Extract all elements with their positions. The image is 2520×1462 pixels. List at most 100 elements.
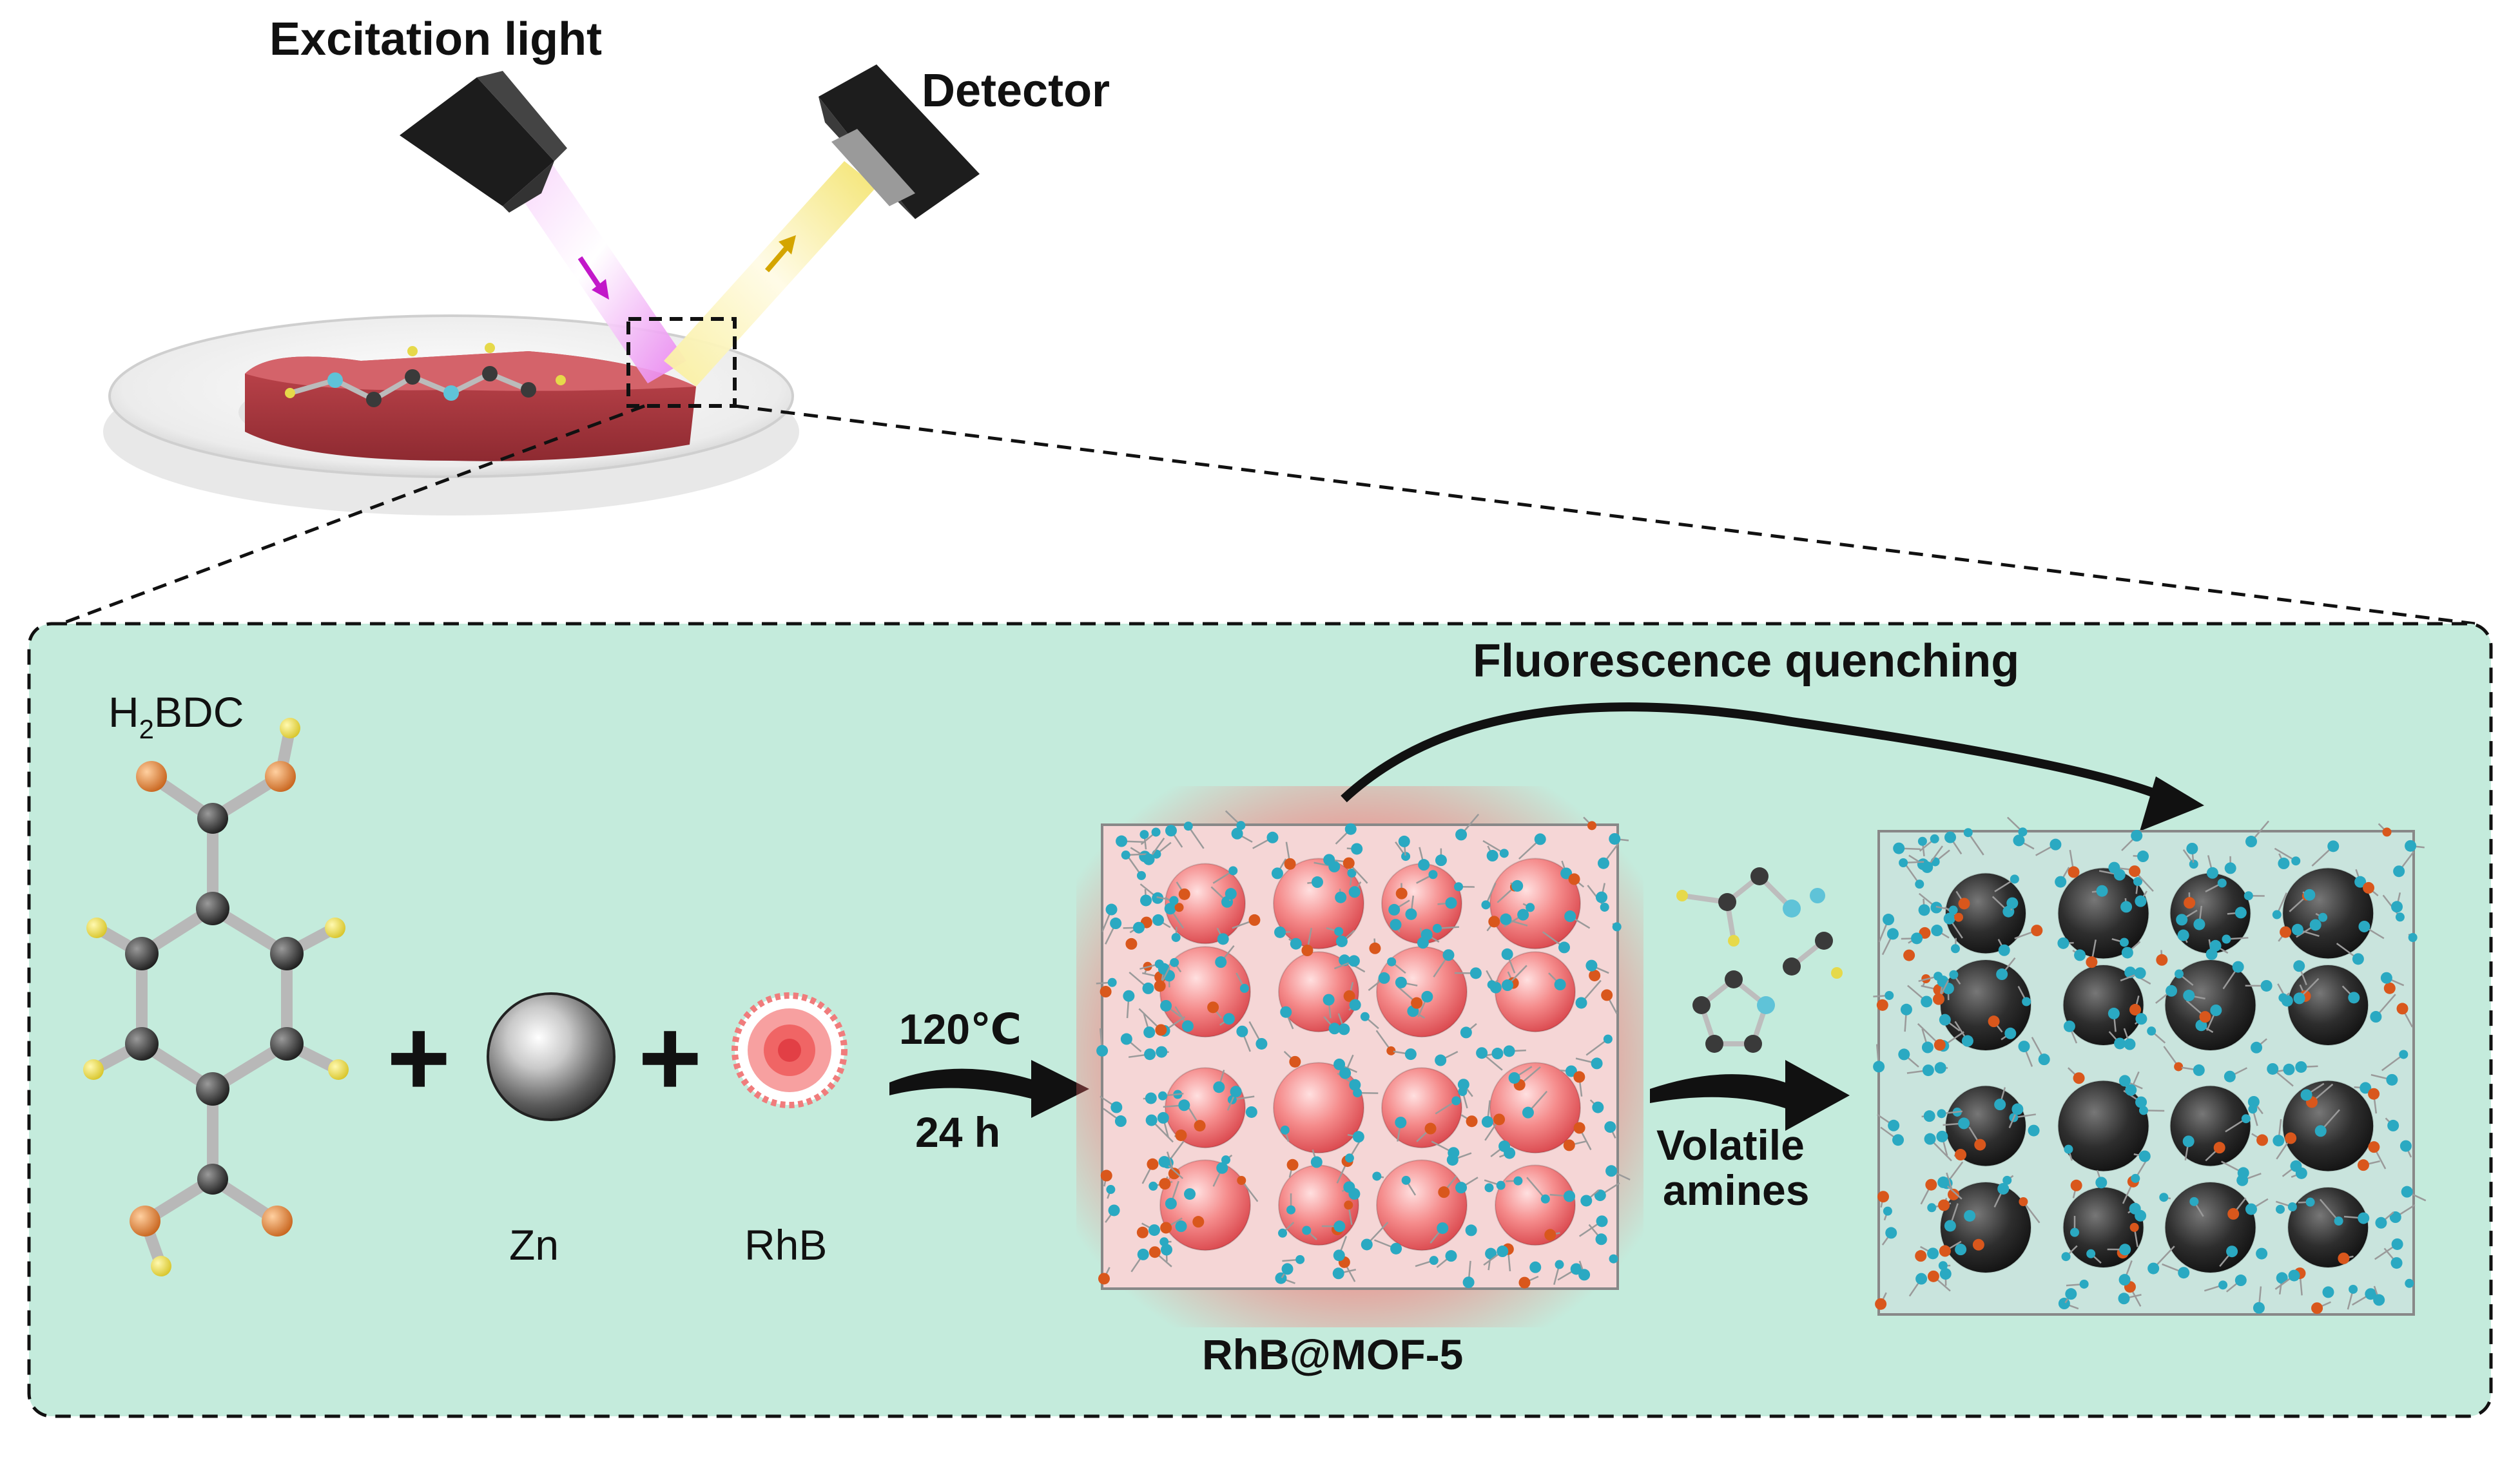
framework-node: [2278, 858, 2289, 869]
framework-node: [1295, 1255, 1304, 1264]
framework-node: [1877, 999, 1888, 1011]
framework-node: [2119, 1274, 2131, 1285]
framework-node: [1353, 1088, 1362, 1097]
framework-node: [1121, 1034, 1132, 1045]
framework-node: [1106, 904, 1118, 916]
framework-node: [1121, 851, 1130, 860]
framework-node: [1395, 1117, 1406, 1128]
framework-node: [1215, 956, 1226, 968]
framework-node: [1451, 1096, 1460, 1105]
framework-node: [1511, 880, 1523, 892]
framework-node: [1925, 1179, 1937, 1191]
framework-node: [1387, 957, 1396, 967]
framework-node: [2055, 876, 2066, 888]
framework-node: [2065, 1288, 2077, 1300]
framework-node: [1544, 1229, 1556, 1240]
framework-node: [1485, 1183, 1494, 1192]
framework-node: [1488, 916, 1500, 927]
framework-node: [1155, 1024, 1167, 1035]
framework-node: [1438, 1186, 1449, 1198]
framework-node: [1493, 1113, 1505, 1125]
framework-node: [1390, 1243, 1402, 1255]
framework-node: [1944, 1220, 1956, 1231]
framework-node: [1573, 1071, 1585, 1082]
framework-node: [1918, 837, 1927, 846]
framework-node: [2289, 1270, 2300, 1282]
framework-node: [2273, 1135, 2284, 1146]
framework-node: [1555, 979, 1566, 990]
framework-node: [1888, 1120, 1899, 1131]
framework-node: [2248, 1104, 2257, 1113]
framework-node: [2363, 882, 2374, 894]
framework-node: [2019, 1197, 2028, 1206]
framework-node: [2022, 997, 2031, 1006]
framework-node: [2064, 1145, 2073, 1154]
framework-node: [1335, 892, 1346, 903]
framework-node: [2244, 891, 2253, 900]
framework-node: [2086, 956, 2097, 968]
framework-node: [1108, 978, 1117, 987]
framework-node: [2291, 856, 2300, 865]
framework-node: [1589, 970, 1600, 981]
framework-node: [1345, 1153, 1354, 1162]
framework-node: [1147, 1159, 1158, 1170]
framework-node: [2409, 933, 2418, 942]
framework-node: [2186, 843, 2198, 854]
framework-node: [1594, 1189, 1606, 1201]
framework-node: [1482, 1116, 1493, 1128]
framework-node: [2293, 960, 2305, 972]
framework-node: [2214, 1142, 2225, 1153]
framework-node: [1236, 1026, 1248, 1037]
framework-node: [2245, 1204, 2257, 1215]
framework-node: [2118, 1293, 2129, 1304]
framework-node: [1955, 1244, 1966, 1255]
framework-node: [2068, 866, 2080, 878]
framework-node: [1343, 858, 1355, 869]
framework-node: [1576, 997, 1587, 1008]
framework-node: [2373, 1294, 2385, 1306]
framework-node: [1149, 1246, 1161, 1258]
framework-node: [2129, 1203, 2141, 1215]
framework-node: [1333, 1249, 1345, 1261]
framework-node: [2119, 1244, 2131, 1255]
rhb-sphere: [1490, 1063, 1580, 1153]
framework-node: [2124, 1039, 2135, 1050]
framework-node: [1155, 959, 1164, 968]
rhb-sphere: [1382, 1068, 1462, 1148]
framework-node: [1513, 1177, 1522, 1186]
framework-node: [1604, 1035, 1613, 1044]
framework-node: [1564, 1139, 1575, 1151]
framework-node: [1110, 1102, 1122, 1113]
framework-node: [1323, 854, 1335, 865]
framework-node: [1974, 1139, 1986, 1151]
framework-node: [2074, 949, 2086, 961]
framework-node: [1935, 1062, 1946, 1073]
framework-node: [2031, 925, 2042, 936]
framework-node: [1388, 904, 1400, 916]
framework-node: [1169, 896, 1178, 905]
framework-node: [1502, 979, 1513, 991]
framework-node: [2387, 1120, 2399, 1131]
framework-node: [1236, 821, 1245, 830]
framework-node: [1999, 945, 2010, 956]
framework-node: [1951, 944, 1960, 953]
framework-node: [1488, 980, 1497, 989]
framework-node: [2349, 1285, 2358, 1294]
framework-node: [2280, 927, 2291, 938]
framework-node: [1333, 1267, 1344, 1279]
framework-node: [1282, 1263, 1294, 1274]
framework-node: [2393, 865, 2405, 877]
framework-node: [1237, 1176, 1246, 1185]
framework-node: [1885, 1227, 1897, 1238]
framework-node: [1246, 1106, 1257, 1118]
framework-node: [1927, 1203, 1936, 1212]
framework-node: [1509, 1072, 1520, 1084]
framework-node: [1280, 1006, 1292, 1018]
framework-node: [2125, 1084, 2137, 1096]
framework-node: [1240, 984, 1249, 993]
framework-node: [1194, 1120, 1206, 1131]
framework-node: [1564, 910, 1576, 922]
framework-node: [2381, 972, 2392, 984]
framework-node: [1949, 906, 1958, 915]
framework-node: [2129, 865, 2140, 877]
